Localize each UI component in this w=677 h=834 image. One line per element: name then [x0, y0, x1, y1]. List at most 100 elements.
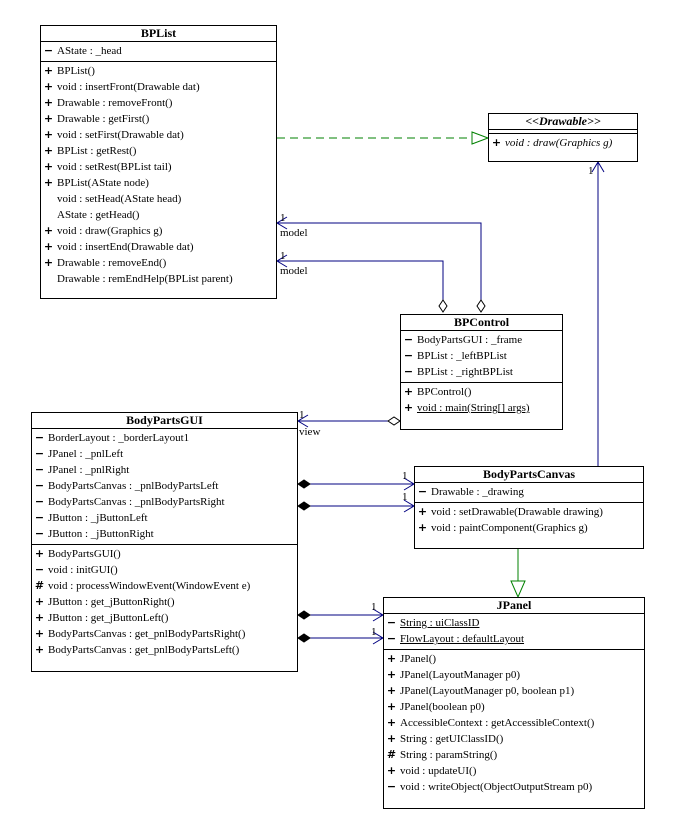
operation-row[interactable]: +BodyPartsGUI()	[32, 546, 297, 562]
realization-arrowhead	[471, 131, 490, 145]
attribute-row[interactable]: −JPanel : _pnlRight	[32, 462, 297, 478]
class-bodypartsgui[interactable]: BodyPartsGUI−BorderLayout : _borderLayou…	[31, 412, 298, 672]
class-drawable[interactable]: <<Drawable>> +void : draw(Graphics g)	[488, 113, 638, 162]
association-model-lower	[277, 260, 444, 300]
operation-row[interactable]: −void : initGUI()	[32, 562, 297, 578]
visibility-marker: −	[34, 479, 45, 492]
attribute-row[interactable]: −AState : _head	[41, 43, 276, 59]
operation-text: String : paramString()	[400, 749, 498, 761]
attribute-row[interactable]: −String : uiClassID	[384, 615, 644, 631]
attribute-text: JPanel : _pnlLeft	[48, 448, 124, 460]
operation-row[interactable]: +void : draw(Graphics g)	[489, 135, 637, 151]
visibility-marker: −	[386, 616, 397, 629]
attribute-row[interactable]: −FlowLayout : defaultLayout	[384, 631, 644, 647]
operation-row[interactable]: +BodyPartsCanvas : get_pnlBodyPartsRight…	[32, 626, 297, 642]
attribute-row[interactable]: −BodyPartsCanvas : _pnlBodyPartsLeft	[32, 478, 297, 494]
visibility-marker: −	[386, 632, 397, 645]
operation-row[interactable]: +Drawable : getFirst()	[41, 111, 276, 127]
operation-row[interactable]: +void : draw(Graphics g)	[41, 223, 276, 239]
operation-text: BPList(AState node)	[57, 177, 149, 189]
attribute-row[interactable]: −BorderLayout : _borderLayout1	[32, 430, 297, 446]
jpanel-right-multiplicity: 1	[371, 601, 377, 613]
operation-row[interactable]: +BodyPartsCanvas : get_pnlBodyPartsLeft(…	[32, 642, 297, 658]
operation-text: void : writeObject(ObjectOutputStream p0…	[400, 781, 593, 793]
generalization-arrowhead	[510, 580, 526, 599]
operation-row[interactable]: +BPList()	[41, 63, 276, 79]
attribute-text: AState : _head	[57, 45, 122, 57]
operation-text: Drawable : getFirst()	[57, 113, 150, 125]
operation-row[interactable]: Drawable : remEndHelp(BPList parent)	[41, 271, 276, 287]
operation-row[interactable]: +Drawable : removeEnd()	[41, 255, 276, 271]
operation-row[interactable]: +void : paintComponent(Graphics g)	[415, 520, 643, 536]
attribute-text: JButton : _jButtonRight	[48, 528, 154, 540]
visibility-marker: −	[403, 333, 414, 346]
operation-row[interactable]: #void : processWindowEvent(WindowEvent e…	[32, 578, 297, 594]
operation-row[interactable]: +void : setRest(BPList tail)	[41, 159, 276, 175]
class-bplist[interactable]: BPList−AState : _head+BPList()+void : in…	[40, 25, 277, 299]
operation-row[interactable]: +JButton : get_jButtonRight()	[32, 594, 297, 610]
visibility-marker: +	[34, 611, 45, 624]
class-jpanel[interactable]: JPanel−String : uiClassID−FlowLayout : d…	[383, 597, 645, 809]
operation-text: BPList : getRest()	[57, 145, 137, 157]
attribute-text: BodyPartsCanvas : _pnlBodyPartsRight	[48, 496, 225, 508]
visibility-marker: +	[43, 96, 54, 109]
attribute-row[interactable]: −Drawable : _drawing	[415, 484, 643, 500]
model-upper-arrowhead	[276, 216, 288, 230]
class-bpcontrol[interactable]: BPControl−BodyPartsGUI : _frame−BPList :…	[400, 314, 563, 430]
operation-row[interactable]: +void : updateUI()	[384, 763, 644, 779]
operation-row[interactable]: +void : main(String[] args)	[401, 400, 562, 416]
attribute-row[interactable]: −BodyPartsGUI : _frame	[401, 332, 562, 348]
canvas-right-multiplicity: 1	[402, 491, 408, 503]
operation-row[interactable]: +BPControl()	[401, 384, 562, 400]
operation-row[interactable]: +AccessibleContext : getAccessibleContex…	[384, 715, 644, 731]
operation-text: AccessibleContext : getAccessibleContext…	[400, 717, 595, 729]
operation-row[interactable]: −void : writeObject(ObjectOutputStream p…	[384, 779, 644, 795]
attribute-row[interactable]: −JPanel : _pnlLeft	[32, 446, 297, 462]
operation-text: Drawable : remEndHelp(BPList parent)	[57, 273, 233, 285]
drawable-arrowhead	[591, 161, 605, 173]
model-lower-arrowhead	[276, 254, 288, 268]
attributes-compartment: −BodyPartsGUI : _frame−BPList : _leftBPL…	[401, 331, 562, 383]
visibility-marker: +	[386, 684, 397, 697]
operation-row[interactable]: +JPanel(boolean p0)	[384, 699, 644, 715]
operation-row[interactable]: +JPanel(LayoutManager p0)	[384, 667, 644, 683]
operation-row[interactable]: +void : setFirst(Drawable dat)	[41, 127, 276, 143]
class-bodypartscanvas[interactable]: BodyPartsCanvas−Drawable : _drawing+void…	[414, 466, 644, 549]
visibility-marker: +	[386, 732, 397, 745]
operation-text: void : setRest(BPList tail)	[57, 161, 172, 173]
attribute-text: BPList : _leftBPList	[417, 350, 507, 362]
operation-row[interactable]: +JPanel(LayoutManager p0, boolean p1)	[384, 683, 644, 699]
visibility-marker: #	[34, 579, 45, 592]
attribute-row[interactable]: −JButton : _jButtonLeft	[32, 510, 297, 526]
attribute-row[interactable]: −BPList : _leftBPList	[401, 348, 562, 364]
attribute-row[interactable]: −JButton : _jButtonRight	[32, 526, 297, 542]
operation-row[interactable]: +BPList : getRest()	[41, 143, 276, 159]
visibility-marker: +	[491, 136, 502, 149]
operation-row[interactable]: #String : paramString()	[384, 747, 644, 763]
operation-row[interactable]: +void : insertFront(Drawable dat)	[41, 79, 276, 95]
operations-compartment: +JPanel()+JPanel(LayoutManager p0)+JPane…	[384, 650, 644, 797]
operation-row[interactable]: +void : setDrawable(Drawable drawing)	[415, 504, 643, 520]
operation-row[interactable]: +JPanel()	[384, 651, 644, 667]
operation-row[interactable]: +BPList(AState node)	[41, 175, 276, 191]
operation-row[interactable]: +JButton : get_jButtonLeft()	[32, 610, 297, 626]
attribute-text: BodyPartsCanvas : _pnlBodyPartsLeft	[48, 480, 219, 492]
operation-text: JPanel(LayoutManager p0)	[400, 669, 521, 681]
attributes-compartment	[489, 130, 637, 134]
visibility-marker: −	[34, 495, 45, 508]
operation-row[interactable]: +Drawable : removeFront()	[41, 95, 276, 111]
attribute-row[interactable]: −BodyPartsCanvas : _pnlBodyPartsRight	[32, 494, 297, 510]
attribute-row[interactable]: −BPList : _rightBPList	[401, 364, 562, 380]
visibility-marker: +	[43, 128, 54, 141]
operation-text: BodyPartsGUI()	[48, 548, 121, 560]
operation-row[interactable]: AState : getHead()	[41, 207, 276, 223]
operation-text: String : getUIClassID()	[400, 733, 504, 745]
operation-row[interactable]: +void : insertEnd(Drawable dat)	[41, 239, 276, 255]
visibility-marker: +	[386, 700, 397, 713]
class-name: <<Drawable>>	[489, 114, 637, 130]
operation-row[interactable]: void : setHead(AState head)	[41, 191, 276, 207]
visibility-marker: +	[417, 505, 428, 518]
operation-row[interactable]: +String : getUIClassID()	[384, 731, 644, 747]
visibility-marker: +	[403, 401, 414, 414]
composition-canvas-left-diamond	[297, 479, 311, 489]
